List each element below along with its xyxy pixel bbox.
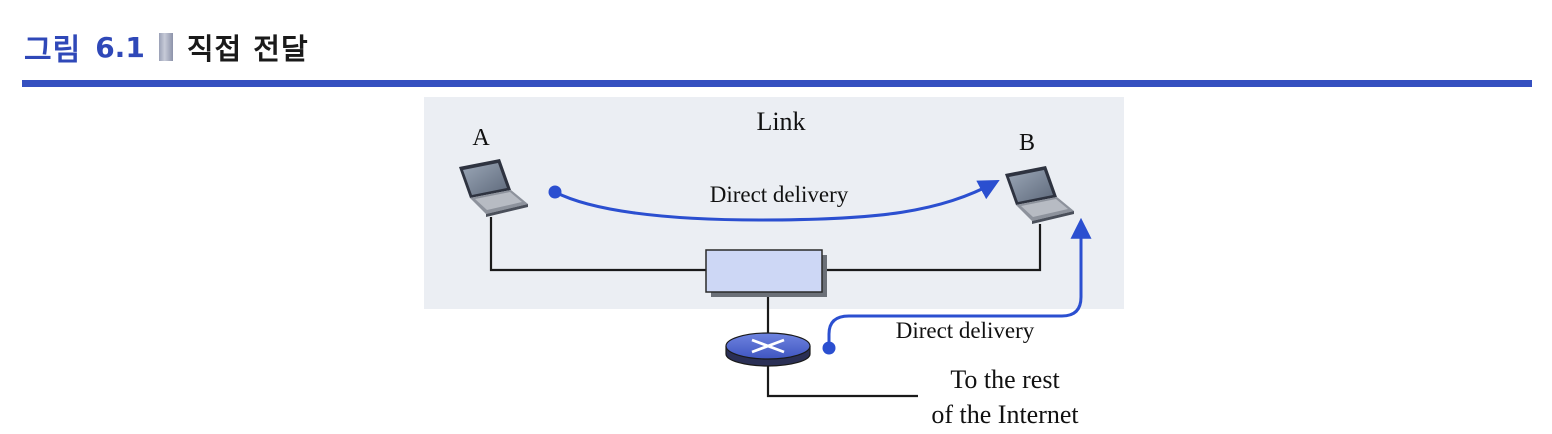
link-a-wire: [489, 217, 707, 272]
internet-label-line1: To the rest: [950, 365, 1060, 394]
figure-title: 직접 전달: [186, 32, 309, 66]
internet-label-line2: of the Internet: [931, 400, 1079, 429]
link-label: Link: [756, 107, 805, 136]
delivery-top-label: Direct delivery: [710, 182, 849, 207]
host-b-label: B: [1019, 130, 1035, 156]
laptop-b-icon: [1005, 166, 1074, 224]
link-b-wire: [823, 224, 1042, 272]
delivery-top-arrow: [554, 180, 1000, 222]
host-a-label: A: [472, 125, 490, 151]
figure-number: 6.1: [95, 30, 145, 64]
laptop-a-icon: [459, 159, 528, 217]
header-rule: [22, 80, 1532, 87]
internet-wire: [766, 364, 918, 398]
delivery-bottom-label: Direct delivery: [896, 318, 1035, 343]
router-icon: [725, 332, 811, 367]
caption-separator: [158, 33, 173, 61]
switch-icon: [705, 249, 827, 297]
figure-caption: 그림 6.1 직접 전달: [24, 22, 309, 72]
figure-label: 그림: [24, 33, 82, 68]
delivery-bottom-arrow: [827, 217, 1092, 348]
